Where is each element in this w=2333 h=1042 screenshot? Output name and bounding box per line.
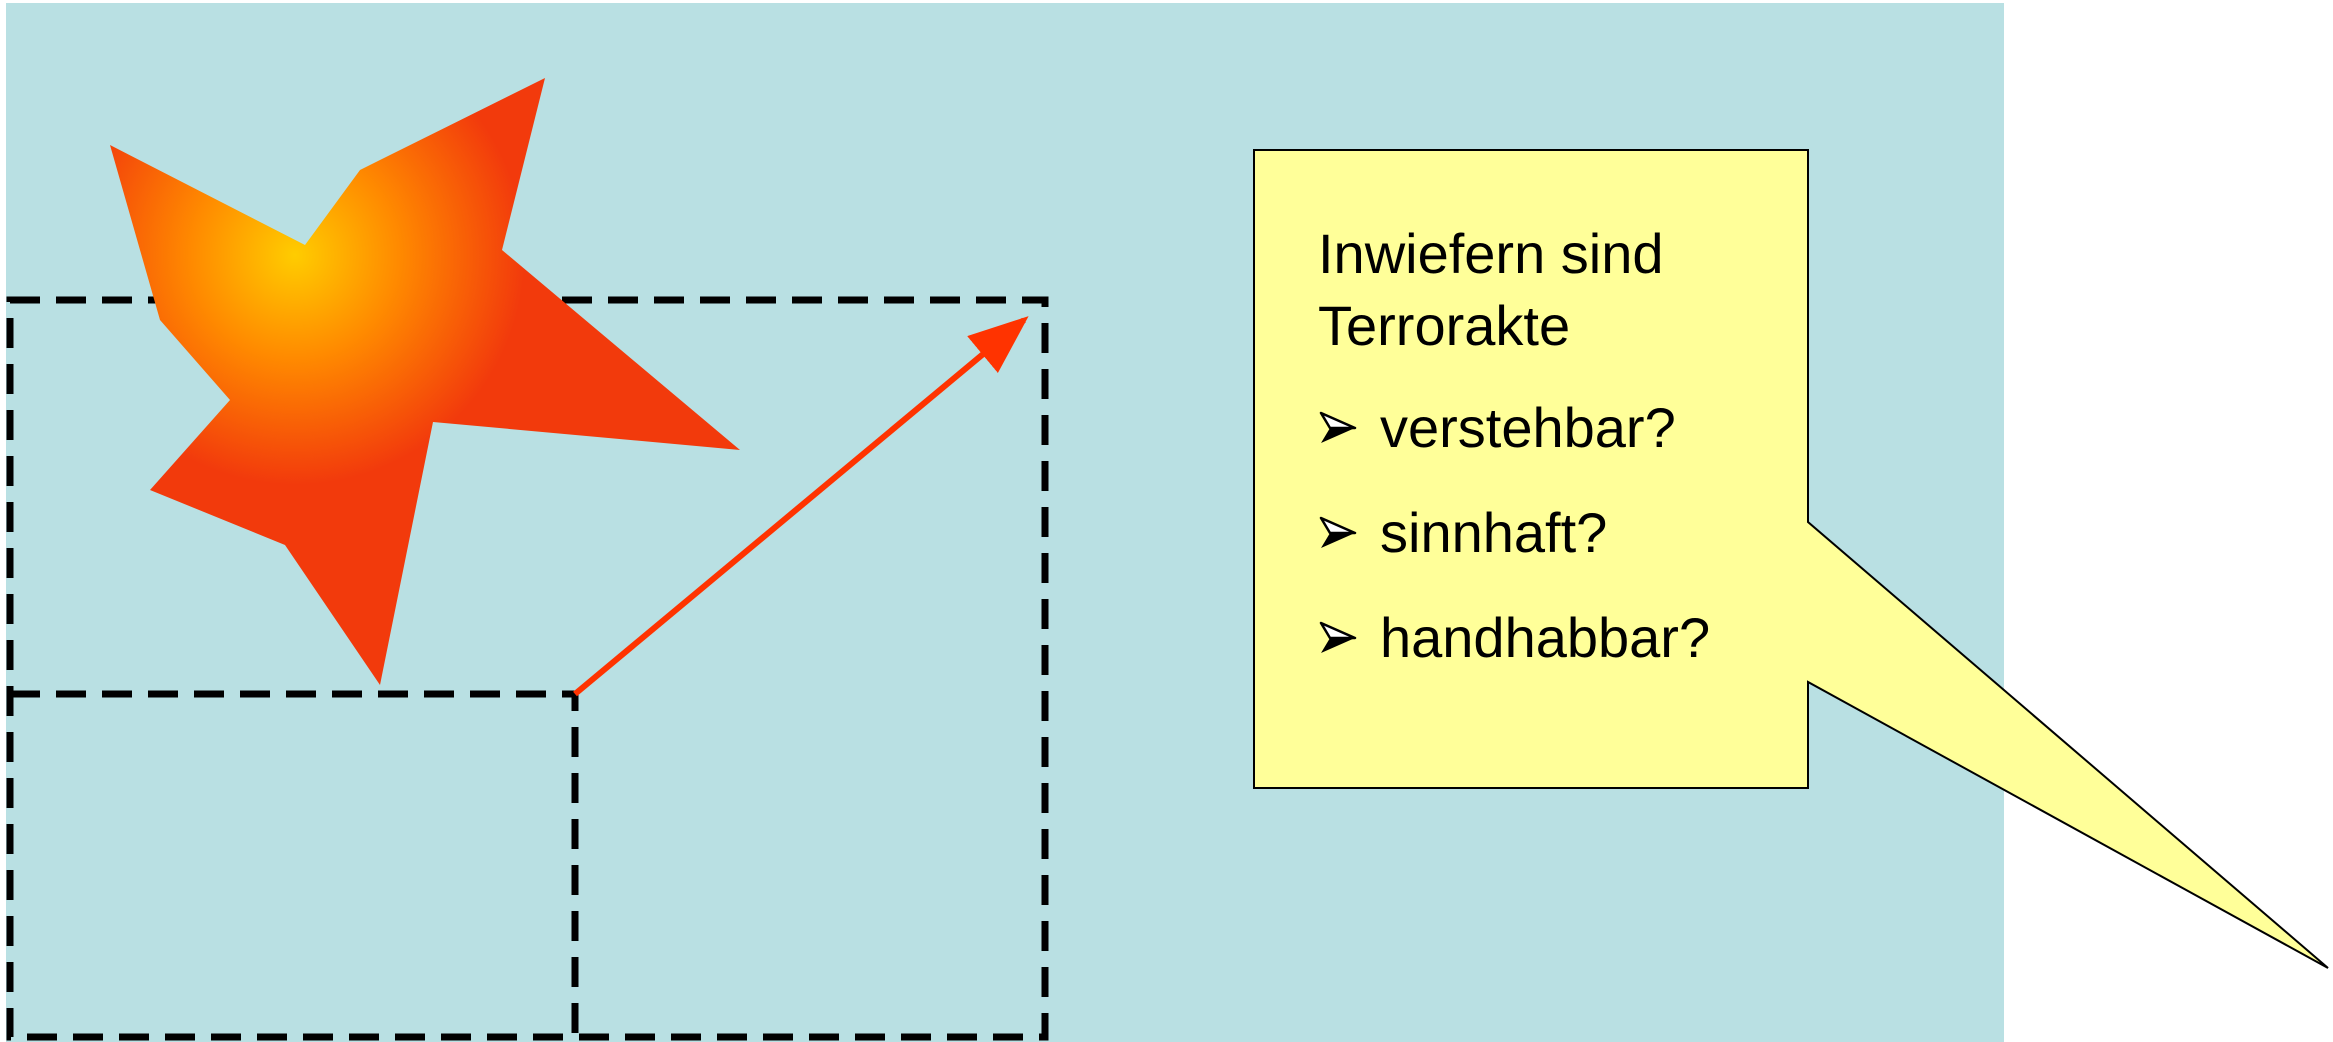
callout-text: Inwiefern sind Terrorakte verstehbar? si… xyxy=(1318,218,1778,707)
arrow-bullet-icon xyxy=(1319,516,1357,548)
speech-callout xyxy=(1253,149,2329,969)
arrow-bullet-icon xyxy=(1319,621,1357,653)
callout-title: Inwiefern sind Terrorakte xyxy=(1318,222,1664,357)
inner-dashed-frame xyxy=(6,690,579,1041)
list-item-label: sinnhaft? xyxy=(1380,501,1608,564)
list-item-label: verstehbar? xyxy=(1380,396,1676,459)
list-item: handhabbar? xyxy=(1318,602,1778,674)
diagonal-arrow xyxy=(573,316,1029,697)
list-item: sinnhaft? xyxy=(1318,497,1778,569)
question-list: verstehbar? sinnhaft? handhabbar? xyxy=(1318,392,1778,674)
explosion-burst-icon xyxy=(110,78,740,685)
arrow-bullet-icon xyxy=(1319,411,1357,443)
list-item-label: handhabbar? xyxy=(1380,606,1711,669)
list-item: verstehbar? xyxy=(1318,392,1778,464)
